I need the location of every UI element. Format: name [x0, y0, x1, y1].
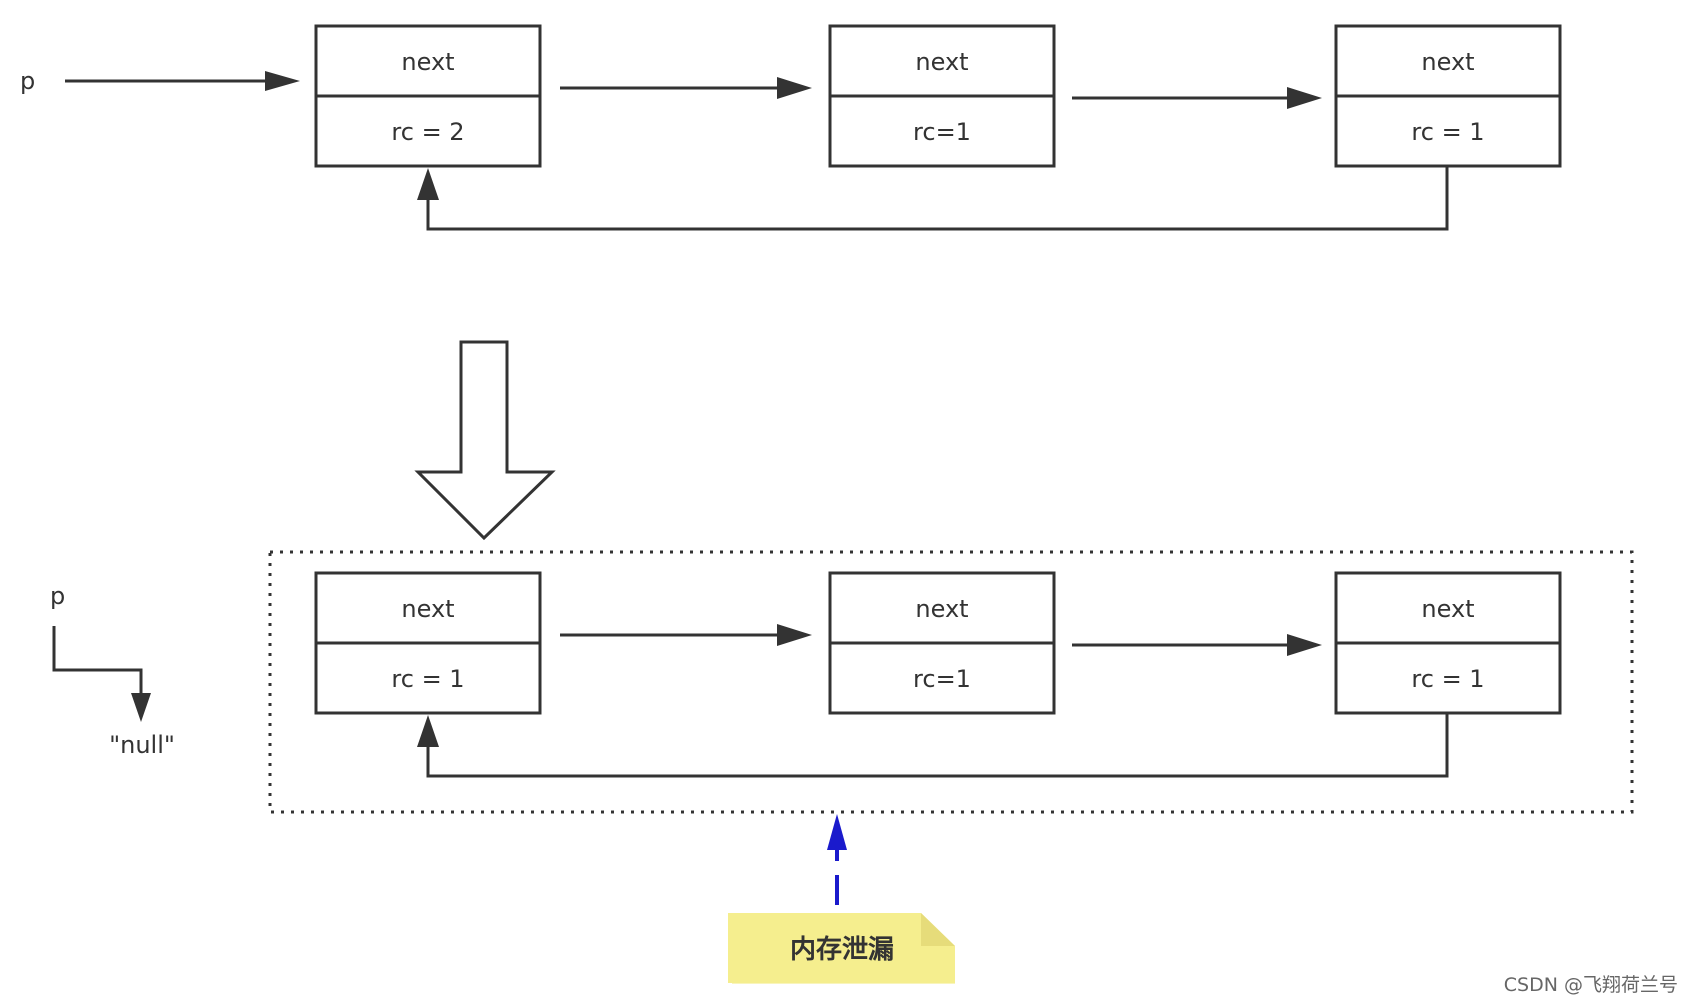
top-node-3: next rc = 1: [1334, 24, 1562, 168]
top-node-3-next-label: next: [1421, 48, 1474, 76]
top-arrow-2-to-3: [1072, 87, 1322, 109]
top-node-1-rc-label: rc = 2: [391, 118, 464, 146]
leaked-region-boundary: [268, 550, 1634, 814]
bottom-arrow-1-to-2: [560, 624, 812, 646]
top-pointer-label: p: [20, 67, 35, 95]
bottom-node-2: next rc=1: [828, 571, 1056, 715]
transition-down-arrow: [414, 340, 556, 541]
bottom-node-3-next-label: next: [1421, 595, 1474, 623]
bottom-node-2-next-label: next: [915, 595, 968, 623]
top-pointer-arrow: [65, 71, 300, 91]
top-node-1: next rc = 2: [314, 24, 542, 168]
null-label: "null": [109, 731, 175, 759]
top-arrow-1-to-2: [560, 77, 812, 99]
leak-indicator-arrow: [827, 814, 847, 905]
bottom-node-2-rc-label: rc=1: [913, 665, 971, 693]
bottom-node-1-rc-label: rc = 1: [391, 665, 464, 693]
bottom-node-3-rc-label: rc = 1: [1411, 665, 1484, 693]
bottom-pointer-label: p: [50, 582, 65, 610]
top-node-2-rc-label: rc=1: [913, 118, 971, 146]
bottom-node-1-next-label: next: [401, 595, 454, 623]
bottom-cycle-back-arrow: [417, 713, 1449, 778]
memory-leak-note: 内存泄漏: [728, 913, 955, 984]
top-cycle-back-arrow: [417, 166, 1449, 231]
bottom-node-3: next rc = 1: [1334, 571, 1562, 715]
bottom-arrow-2-to-3: [1072, 634, 1322, 656]
top-node-2-next-label: next: [915, 48, 968, 76]
memory-leak-label: 内存泄漏: [790, 935, 894, 965]
watermark-text: CSDN @飞翔荷兰号: [1504, 974, 1678, 996]
top-node-1-next-label: next: [401, 48, 454, 76]
top-node-3-rc-label: rc = 1: [1411, 118, 1484, 146]
bottom-node-1: next rc = 1: [314, 571, 542, 715]
top-node-2: next rc=1: [828, 24, 1056, 168]
bottom-pointer-to-null-arrow: [52, 626, 151, 722]
